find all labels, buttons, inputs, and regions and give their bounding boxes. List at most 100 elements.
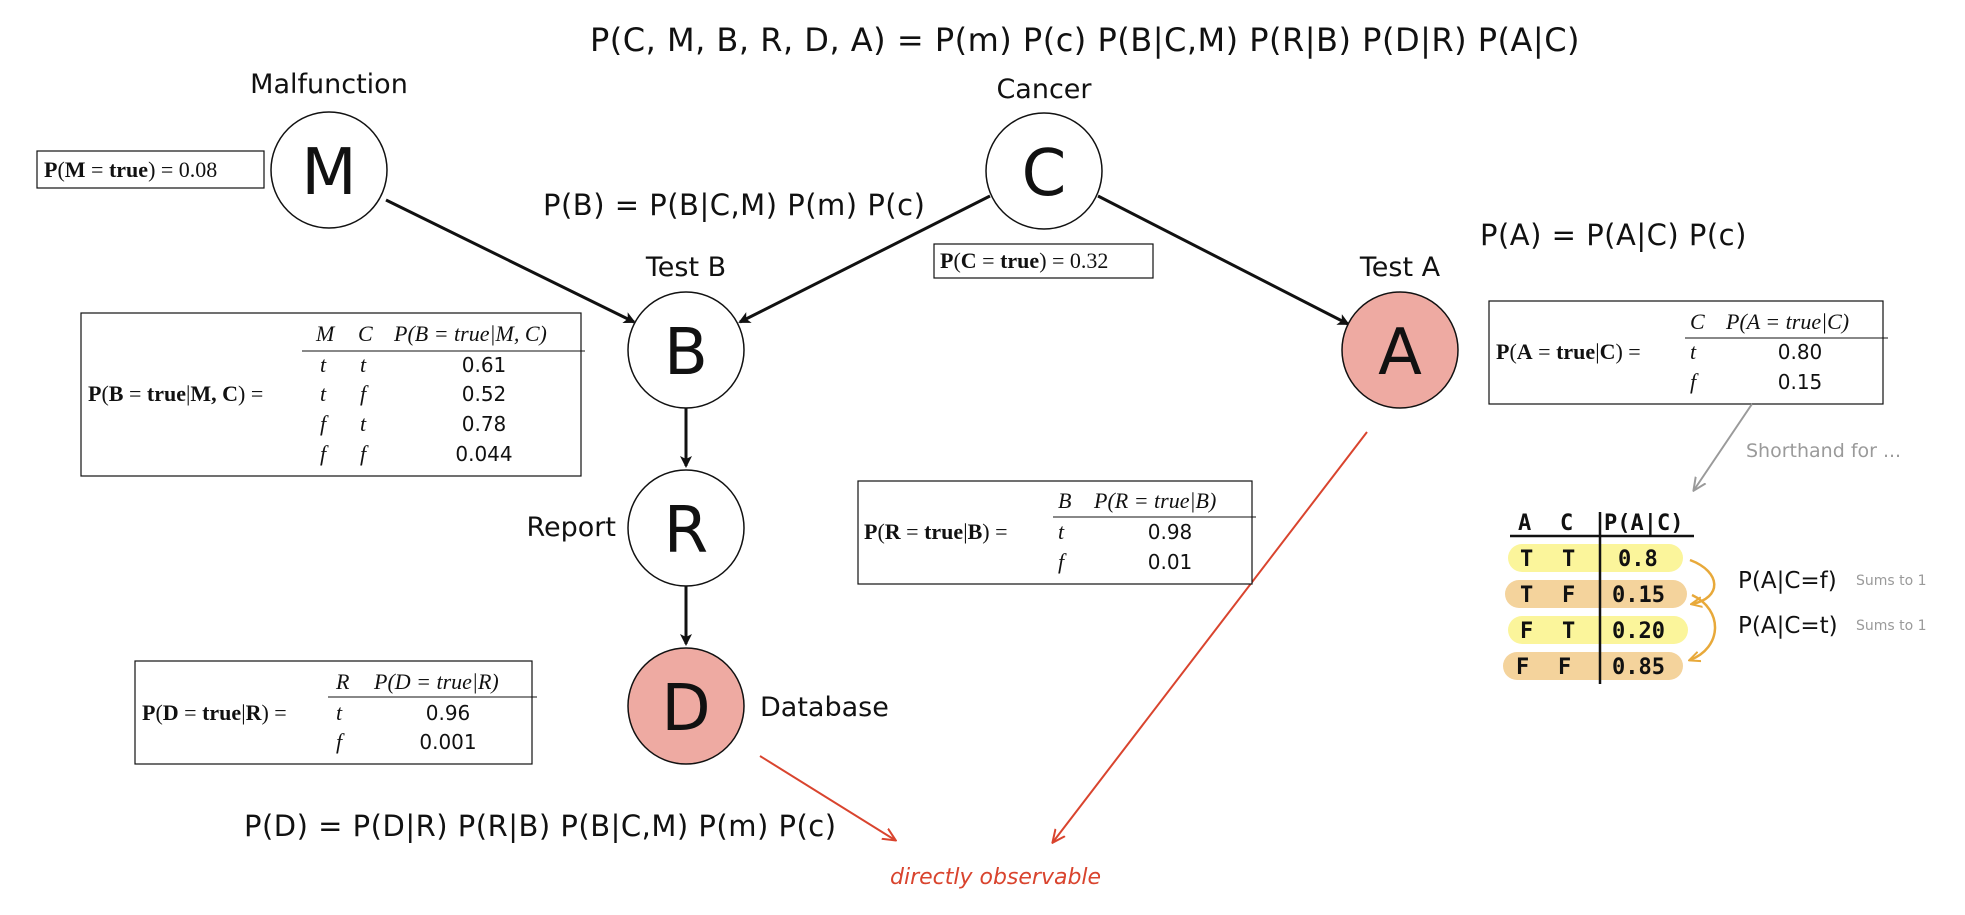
svg-text:T: T — [1520, 583, 1533, 608]
node-c: C Cancer — [985, 74, 1103, 230]
cpt-a-header-c: C — [1690, 309, 1705, 334]
prior-m-value: 0.08 — [179, 157, 218, 182]
svg-text:0.8: 0.8 — [1618, 547, 1658, 572]
cpt-d-row: t 0.96 — [336, 700, 470, 725]
node-m-circle — [270, 111, 388, 229]
svg-text:0.78: 0.78 — [462, 412, 507, 436]
node-b-letter: B — [664, 316, 708, 390]
node-m-letter: M — [301, 136, 356, 210]
node-m-name: Malfunction — [250, 69, 408, 100]
node-c-letter: C — [1022, 137, 1067, 211]
marginal-d-formula: P(D) = P(D|R) P(R|B) P(B|C,M) P(m) P(c) — [244, 809, 837, 843]
full-table: A C P(A|C) T T 0.8 T F 0.15 F T 0.20 F F… — [1503, 511, 1927, 684]
cpt-b-header-m: M — [315, 321, 336, 346]
observable-arrow-a — [1053, 431, 1368, 842]
svg-text:T: T — [1562, 547, 1575, 572]
cpt-b-header-p: P(B = true|M, C) — [393, 321, 547, 346]
svg-text:0.96: 0.96 — [426, 701, 471, 725]
node-d-letter: D — [661, 672, 710, 746]
svg-text:t: t — [320, 352, 327, 377]
cpt-b-header-c: C — [358, 321, 373, 346]
svg-text:F: F — [1520, 619, 1533, 644]
svg-text:F: F — [1516, 655, 1529, 680]
node-c-circle — [985, 112, 1103, 230]
svg-text:t: t — [1058, 519, 1065, 544]
sums-to-one-t: Sums to 1 — [1856, 618, 1927, 634]
svg-text:f: f — [1690, 369, 1699, 394]
cpt-b-row: f t 0.78 — [320, 411, 506, 436]
svg-text:f: f — [1058, 549, 1067, 574]
cpt-b-lhs: P(B = true|M, C) = — [88, 381, 263, 406]
sums-to-one-f: Sums to 1 — [1856, 573, 1927, 589]
prior-c-box: P(C = true) = 0.32 — [933, 243, 1154, 279]
shorthand-arrow — [1694, 403, 1753, 490]
svg-text:T: T — [1520, 547, 1533, 572]
full-table-header-p: P(A|C) — [1604, 511, 1683, 536]
full-table-row-highlight — [1503, 652, 1683, 680]
shorthand-label: Shorthand for ... — [1746, 440, 1901, 462]
cpt-a-box: P(A = true|C) = C P(A = true|C) t 0.80 f… — [1488, 300, 1888, 405]
cpt-b-row: f f 0.044 — [320, 441, 513, 466]
cpt-r-row: t 0.98 — [1058, 519, 1192, 544]
cpt-d-header-p: P(D = true|R) — [373, 669, 499, 694]
cpt-a-lhs: P(A = true|C) = — [1496, 339, 1641, 364]
cpt-a-row: t 0.80 — [1690, 339, 1822, 364]
node-b-name: Test B — [645, 252, 726, 283]
svg-text:0.01: 0.01 — [1148, 550, 1193, 574]
node-r: R Report — [526, 469, 745, 587]
svg-text:0.15: 0.15 — [1778, 370, 1823, 394]
svg-text:0.001: 0.001 — [419, 730, 476, 754]
svg-text:f: f — [320, 411, 329, 436]
bracket-arrow-f — [1690, 558, 1716, 604]
cpt-d-lhs: P(D = true|R) = — [142, 700, 287, 725]
node-a: A Test A — [1341, 252, 1459, 409]
node-r-letter: R — [664, 494, 708, 568]
note-a-given-c-f: P(A|C=f) — [1738, 568, 1837, 594]
joint-formula: P(C, M, B, R, D, A) = P(m) P(c) P(B|C,M)… — [590, 21, 1580, 59]
svg-text:0.15: 0.15 — [1612, 583, 1665, 608]
node-r-circle — [627, 469, 745, 587]
svg-text:t: t — [336, 700, 343, 725]
cpt-b-row: t f 0.52 — [320, 381, 506, 406]
cpt-b-box: P(B = true|M, C) = M C P(B = true|M, C) … — [80, 312, 585, 477]
svg-text:F: F — [1562, 583, 1575, 608]
cpt-r-header-p: P(R = true|B) — [1093, 488, 1216, 513]
node-b: B Test B — [627, 252, 745, 409]
svg-text:t: t — [1690, 339, 1697, 364]
marginal-a-formula: P(A) = P(A|C) P(c) — [1480, 218, 1747, 252]
observable-arrow-d — [759, 755, 895, 840]
cpt-d-header-r: R — [335, 669, 350, 694]
svg-text:0.52: 0.52 — [462, 382, 507, 406]
svg-text:0.044: 0.044 — [455, 442, 512, 466]
node-d-name: Database — [760, 692, 889, 723]
svg-text:0.20: 0.20 — [1612, 619, 1665, 644]
svg-text:f: f — [320, 441, 329, 466]
svg-text:0.98: 0.98 — [1148, 520, 1193, 544]
cpt-r-lhs: P(R = true|B) = — [864, 519, 1008, 544]
svg-text:0.85: 0.85 — [1612, 655, 1665, 680]
prior-c-value: 0.32 — [1070, 248, 1109, 273]
edge-c-to-b — [738, 194, 991, 324]
cpt-a-row: f 0.15 — [1690, 369, 1822, 394]
prior-m-var: M — [65, 157, 86, 182]
full-table-header-a: A — [1518, 511, 1531, 536]
full-table-row-highlight — [1505, 580, 1687, 608]
node-a-letter: A — [1378, 316, 1422, 390]
node-m: M Malfunction — [250, 69, 408, 229]
svg-text:f: f — [360, 381, 369, 406]
svg-text:T: T — [1562, 619, 1575, 644]
full-table-row: F F 0.85 — [1516, 655, 1665, 680]
bracket-arrow-t — [1690, 593, 1717, 660]
prior-c-var: C — [961, 248, 977, 273]
full-table-row-highlight — [1508, 616, 1688, 644]
cpt-b-row: t t 0.61 — [320, 352, 506, 377]
svg-text:f: f — [360, 441, 369, 466]
node-r-name: Report — [526, 512, 616, 543]
svg-text:P(C = true) = 0.32: P(C = true) = 0.32 — [940, 248, 1108, 273]
edge-c-to-a — [1097, 194, 1350, 326]
cpt-d-box: P(D = true|R) = R P(D = true|R) t 0.96 f… — [134, 660, 537, 765]
node-a-name: Test A — [1359, 252, 1441, 283]
cpt-a-header-p: P(A = true|C) — [1725, 309, 1849, 334]
cpt-r-box: P(R = true|B) = B P(R = true|B) t 0.98 f… — [857, 480, 1256, 585]
full-table-header-c: C — [1560, 511, 1573, 536]
